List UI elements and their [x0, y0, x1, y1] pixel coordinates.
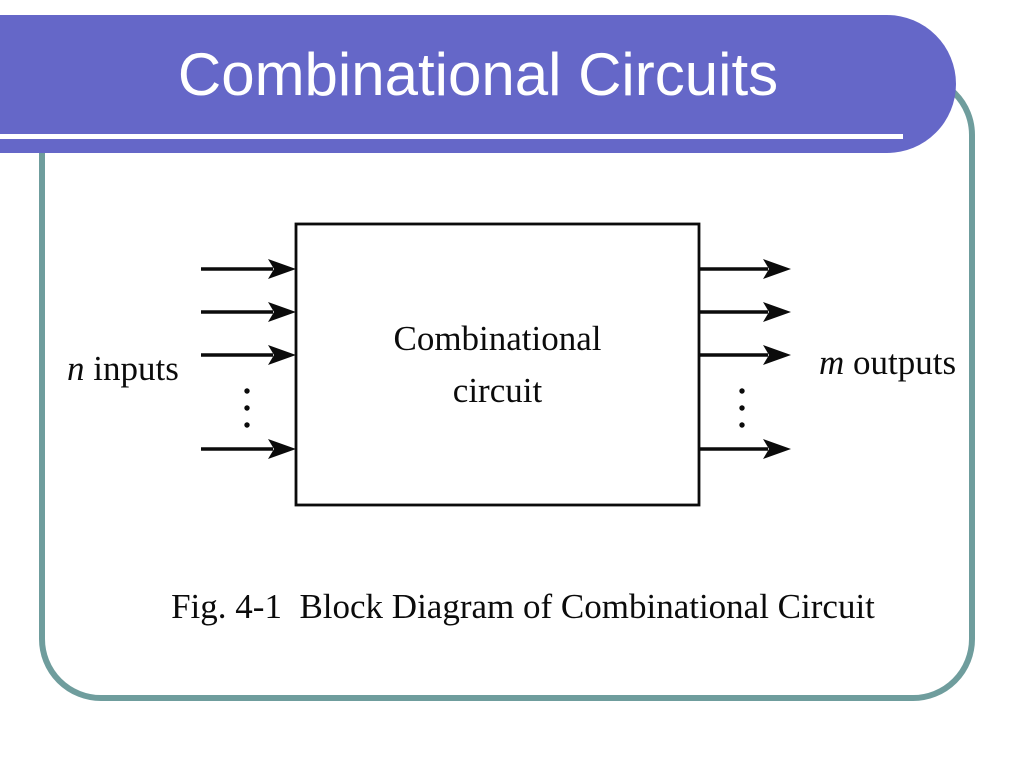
inputs-label-text: inputs — [84, 349, 179, 388]
output-arrows — [700, 259, 791, 459]
input-ellipsis — [244, 388, 250, 428]
block-label-line1: Combinational — [393, 318, 602, 358]
ellipsis-dot — [739, 388, 745, 394]
banner-underline — [0, 134, 903, 139]
inputs-variable: n — [67, 349, 85, 388]
inputs-label: n inputs — [67, 345, 179, 393]
input-arrowhead — [268, 259, 296, 279]
input-arrowhead — [268, 302, 296, 322]
outputs-label-text: outputs — [844, 343, 957, 382]
ellipsis-dot — [739, 422, 745, 428]
title-banner: Combinational Circuits — [0, 15, 956, 153]
input-arrowhead — [268, 439, 296, 459]
slide-title: Combinational Circuits — [177, 41, 779, 108]
circuit-block-label: Combinational circuit — [296, 224, 699, 505]
outputs-label: m outputs — [819, 339, 956, 387]
output-ellipsis — [739, 388, 745, 428]
ellipsis-dot — [244, 388, 250, 394]
ellipsis-dot — [244, 405, 250, 411]
outputs-variable: m — [819, 343, 845, 382]
ellipsis-dot — [739, 405, 745, 411]
block-label-line2: circuit — [452, 370, 543, 410]
ellipsis-dot — [244, 422, 250, 428]
circuit-block — [294, 222, 701, 507]
output-arrowhead — [763, 302, 791, 322]
output-arrowhead — [763, 259, 791, 279]
output-arrowhead — [763, 439, 791, 459]
input-arrows — [201, 259, 296, 459]
input-arrowhead — [268, 345, 296, 365]
output-arrowhead — [763, 345, 791, 365]
figure-caption: Fig. 4-1 Block Diagram of Combinational … — [171, 587, 875, 626]
